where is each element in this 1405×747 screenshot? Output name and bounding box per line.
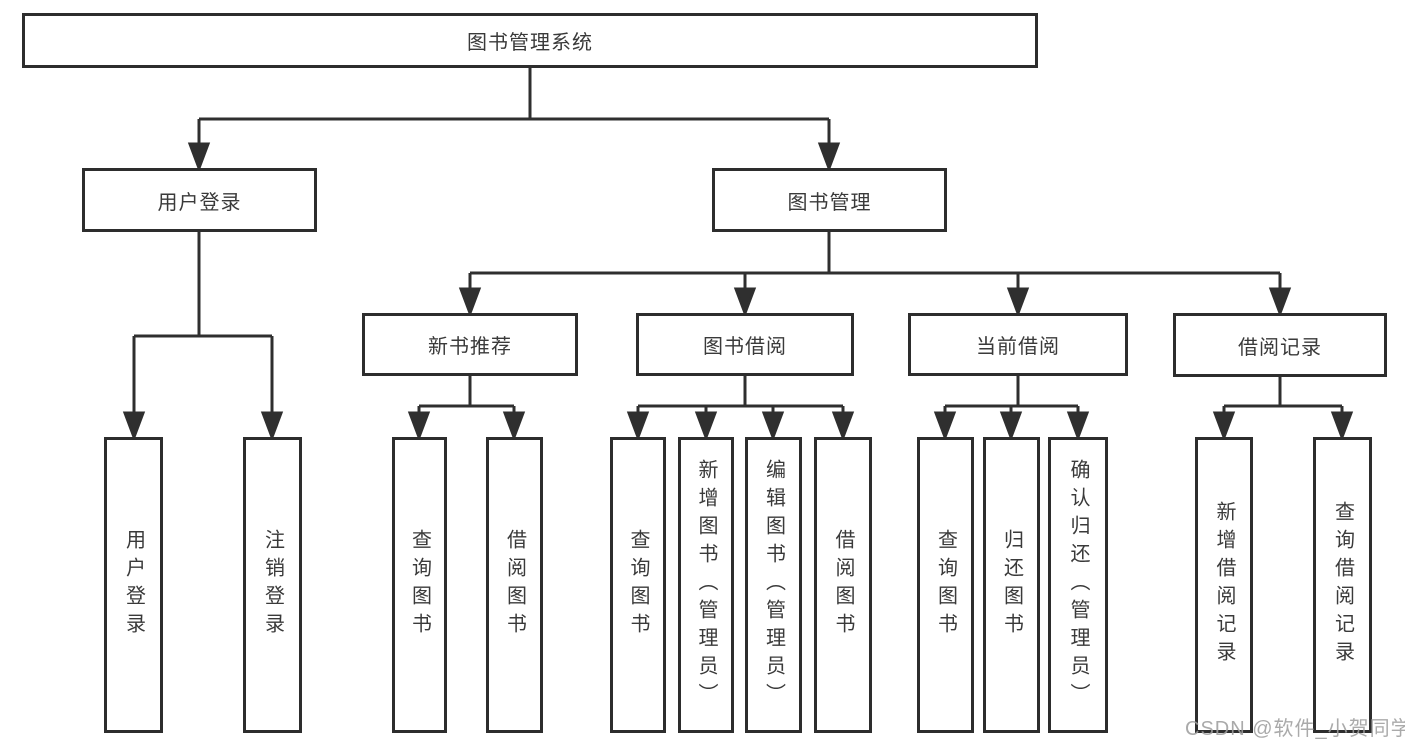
node-leaf-logout-label: 注销登录 (261, 529, 284, 641)
node-leaf-return-book: 归还图书 (983, 437, 1040, 733)
node-leaf-user-login-label: 用户登录 (122, 529, 145, 641)
node-current-borrowing-label: 当前借阅 (976, 336, 1060, 358)
connector-borrow-records-branch (1212, 377, 1354, 442)
node-leaf-edit-book-admin: 编辑图书（管理员） (745, 437, 802, 733)
node-leaf-edit-book-admin-label: 编辑图书（管理员） (762, 459, 785, 711)
node-leaf-query-book-2-label: 查询图书 (627, 529, 649, 641)
connector-book-borrow-branch (626, 376, 855, 442)
node-book-management: 图书管理 (712, 168, 947, 232)
connector-book-mgmt-branch (458, 232, 1292, 318)
node-leaf-borrow-book-1-label: 借阅图书 (503, 529, 526, 641)
connector-root-to-level2 (187, 68, 841, 173)
csdn-watermark: CSDN @软件_小贺同学 (1185, 718, 1405, 740)
node-user-login: 用户登录 (82, 168, 317, 232)
node-leaf-borrow-book-2: 借阅图书 (814, 437, 872, 733)
node-root-system-label: 图书管理系统 (467, 32, 593, 54)
node-leaf-query-borrow-record-label: 查询借阅记录 (1331, 501, 1354, 669)
node-leaf-borrow-book-2-label: 借阅图书 (832, 529, 854, 641)
node-leaf-query-borrow-record: 查询借阅记录 (1313, 437, 1372, 733)
node-borrowing-records: 借阅记录 (1173, 313, 1387, 377)
node-leaf-borrow-book-1: 借阅图书 (486, 437, 543, 733)
node-leaf-add-book-admin: 新增图书（管理员） (678, 437, 734, 733)
node-leaf-return-book-label: 归还图书 (1000, 529, 1023, 641)
node-leaf-add-borrow-record: 新增借阅记录 (1195, 437, 1253, 733)
node-book-borrowing-label: 图书借阅 (703, 336, 787, 358)
node-leaf-query-book-3: 查询图书 (917, 437, 974, 733)
connector-user-login-branch (122, 232, 284, 442)
node-new-book-recommendation: 新书推荐 (362, 313, 578, 376)
node-book-management-label: 图书管理 (787, 191, 872, 214)
node-borrowing-records-label: 借阅记录 (1238, 336, 1322, 359)
node-new-book-recommendation-label: 新书推荐 (428, 336, 512, 358)
node-book-borrowing: 图书借阅 (636, 313, 854, 376)
connector-current-borrow-branch (933, 376, 1090, 442)
node-leaf-query-book-3-label: 查询图书 (934, 529, 957, 641)
node-user-login-label: 用户登录 (157, 191, 242, 214)
node-leaf-query-book-1-label: 查询图书 (408, 529, 431, 641)
node-leaf-confirm-return-admin: 确认归还（管理员） (1048, 437, 1108, 733)
node-leaf-add-borrow-record-label: 新增借阅记录 (1213, 501, 1235, 669)
connector-new-book-rec-branch (407, 376, 526, 442)
node-leaf-confirm-return-admin-label: 确认归还（管理员） (1067, 459, 1089, 711)
node-root-system: 图书管理系统 (22, 13, 1038, 68)
node-leaf-logout: 注销登录 (243, 437, 302, 733)
node-leaf-user-login: 用户登录 (104, 437, 163, 733)
node-leaf-query-book-2: 查询图书 (610, 437, 666, 733)
node-current-borrowing: 当前借阅 (908, 313, 1128, 376)
node-leaf-add-book-admin-label: 新增图书（管理员） (695, 459, 717, 711)
node-leaf-query-book-1: 查询图书 (392, 437, 447, 733)
